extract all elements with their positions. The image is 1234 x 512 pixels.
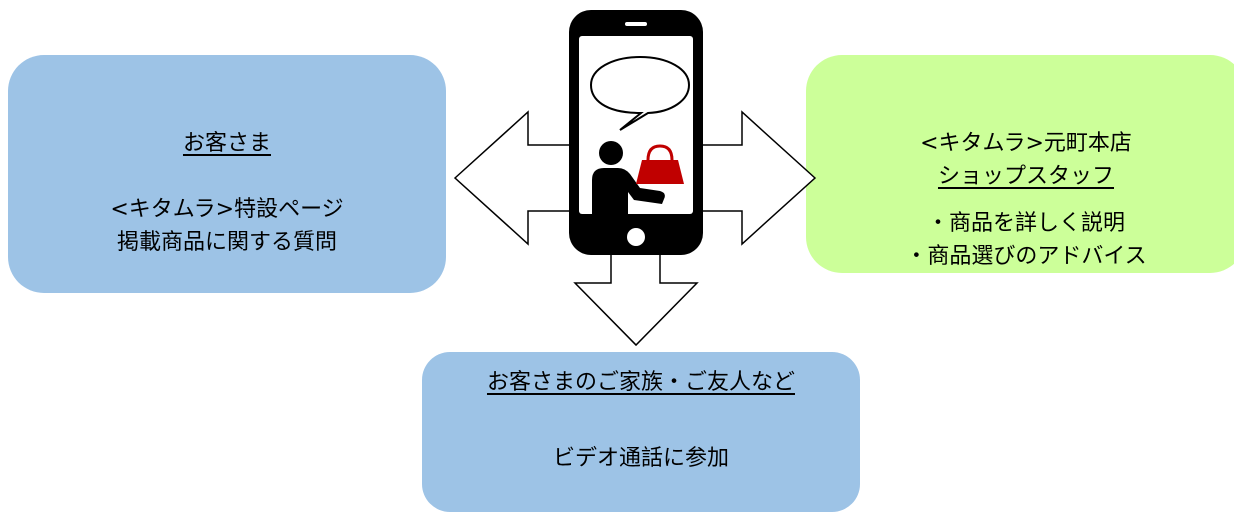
diagram-graphics (453, 10, 817, 347)
family-title: お客さまのご家族・ご友人など (486, 370, 795, 395)
shop-item-2: ・商品選びのアドバイス (905, 244, 1147, 269)
customer-line-2: 掲載商品に関する質問 (116, 230, 337, 255)
arrow-down-icon (573, 251, 699, 347)
customer-line-1: <キタムラ>特設ページ (110, 197, 344, 222)
customer-box: お客さま <キタムラ>特設ページ 掲載商品に関する質問 (8, 55, 446, 293)
customer-title: お客さま (182, 131, 271, 156)
arrow-left-icon (453, 110, 576, 246)
person-icon (592, 141, 665, 214)
speech-bubble-icon (589, 55, 691, 131)
shop-title: ショップスタッフ (937, 164, 1114, 189)
family-box: お客さまのご家族・ご友人など ビデオ通話に参加 (422, 352, 860, 512)
shop-staff-box: <キタムラ>元町本店 ショップスタッフ ・商品を詳しく説明 ・商品選びのアドバイ… (806, 55, 1234, 273)
shop-line-1: <キタムラ>元町本店 (920, 131, 1132, 156)
smartphone-icon (569, 10, 703, 255)
family-line-1: ビデオ通話に参加 (552, 446, 729, 471)
arrow-right-icon (696, 110, 817, 246)
shop-item-1: ・商品を詳しく説明 (926, 211, 1125, 236)
shopping-bag-icon (636, 144, 684, 184)
